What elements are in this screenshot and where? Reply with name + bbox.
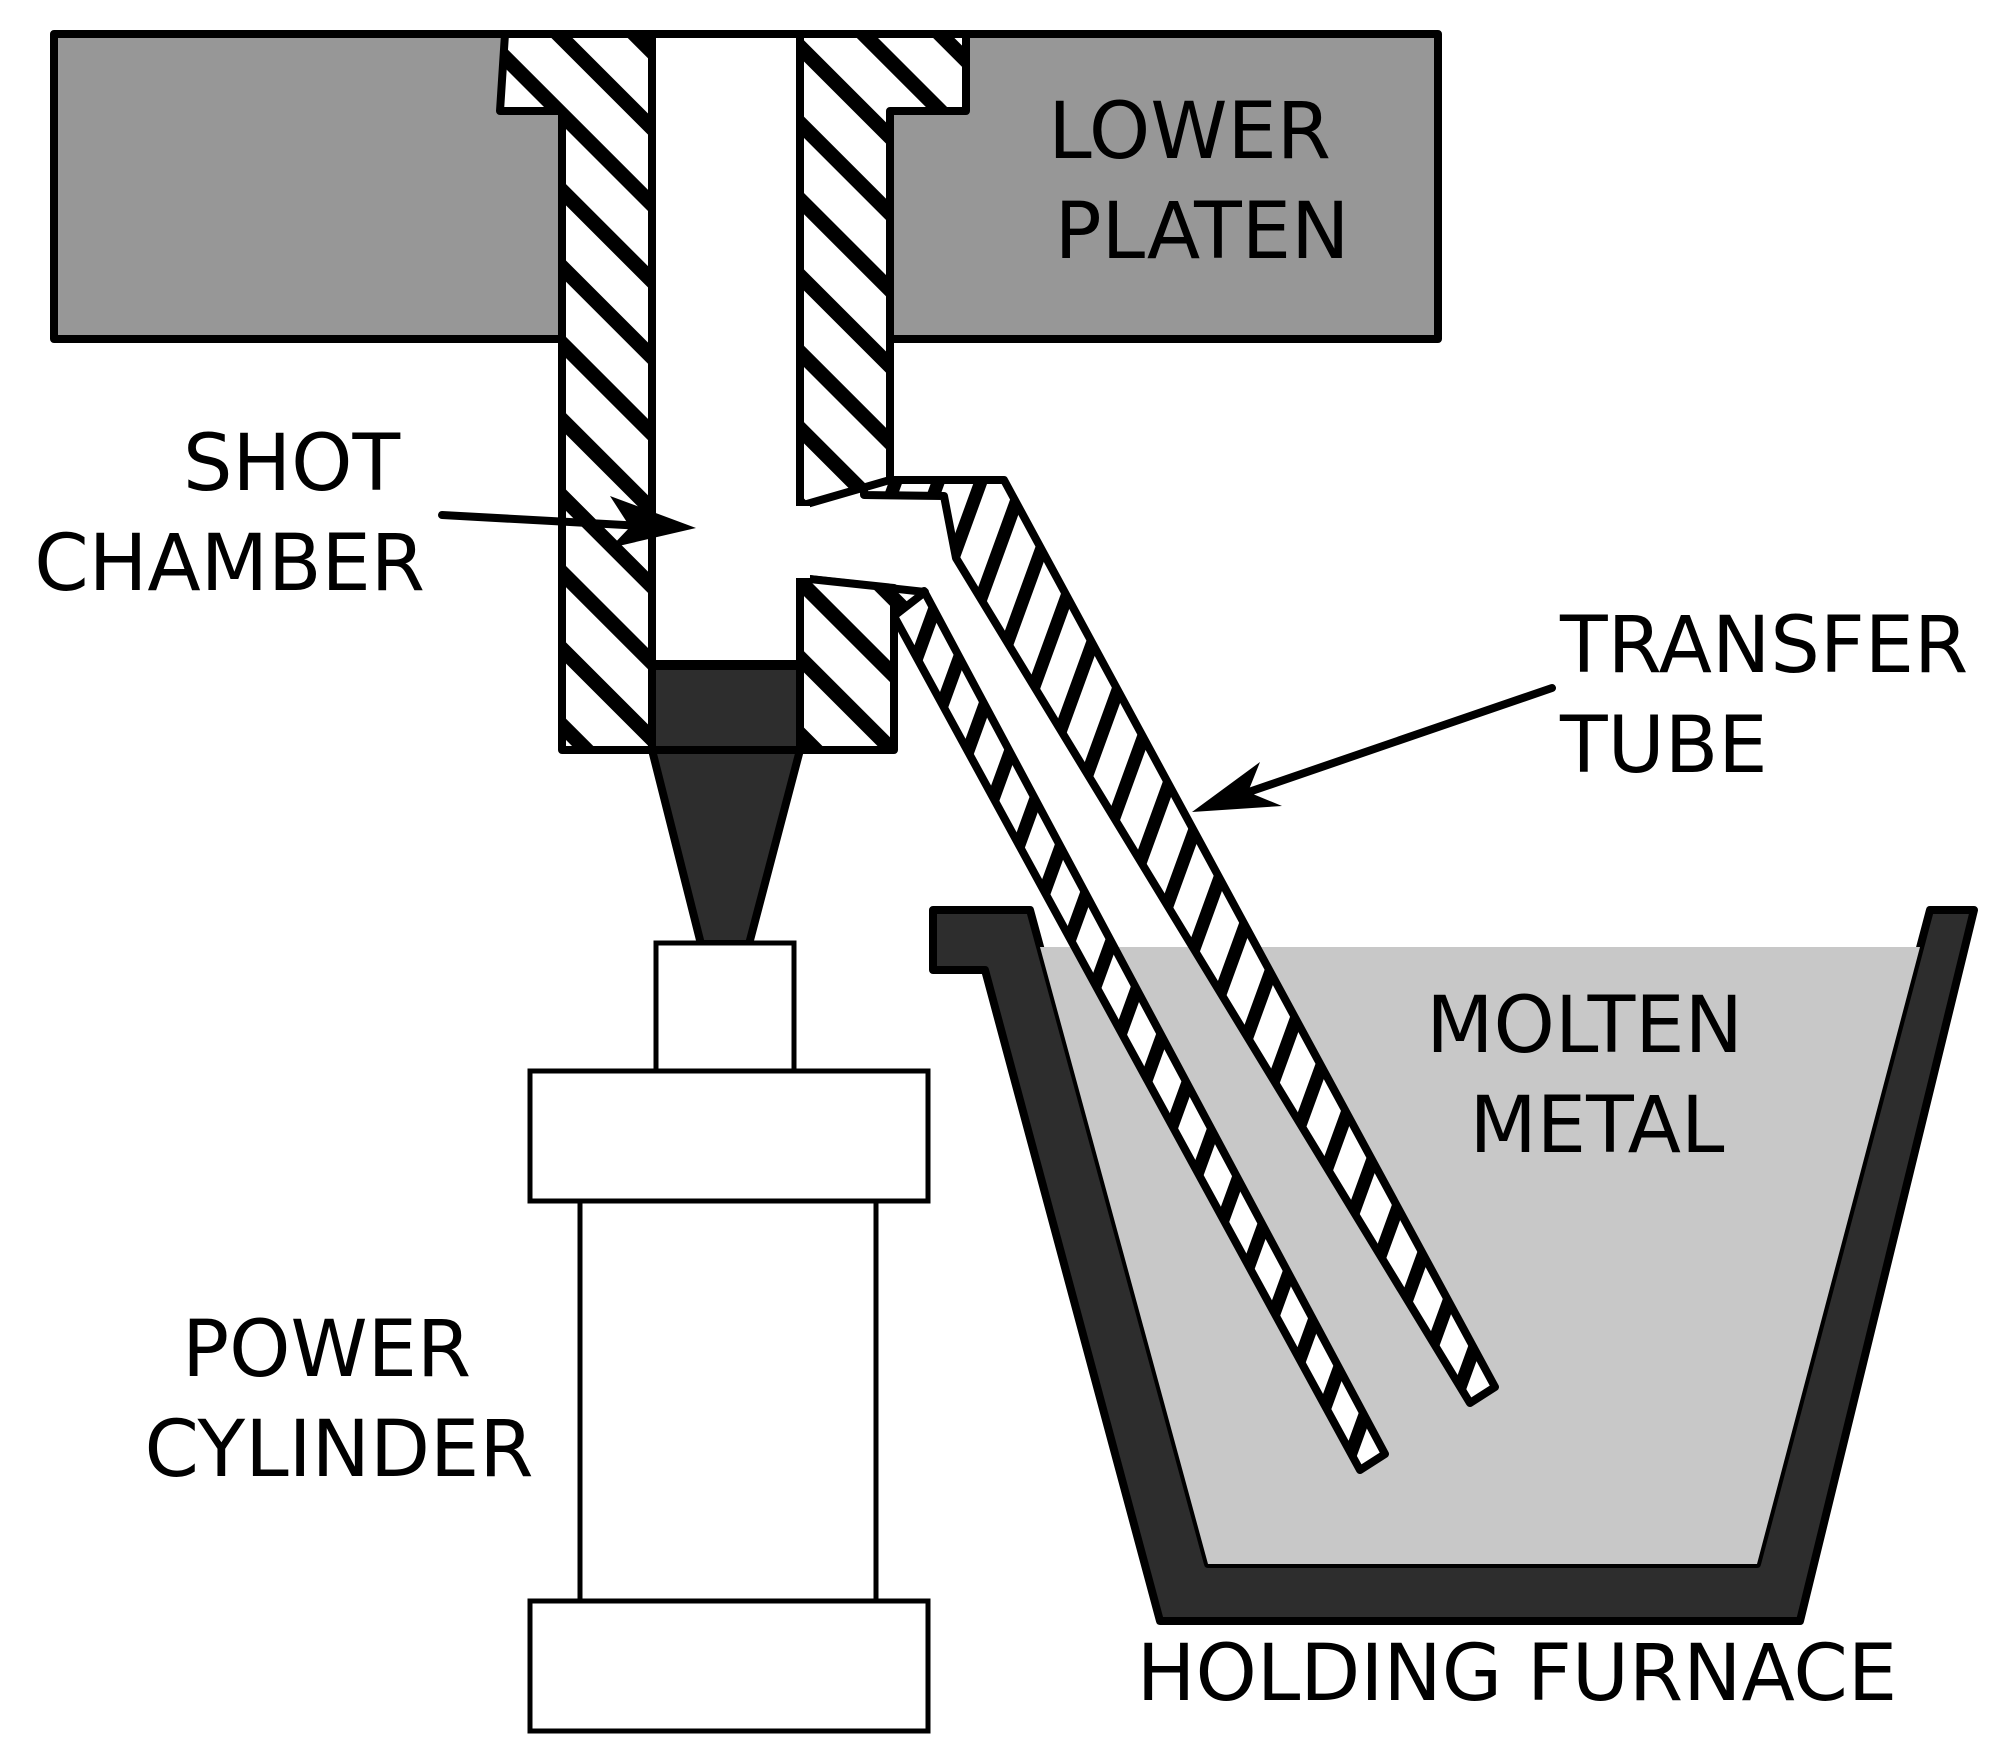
plunger-head bbox=[648, 662, 804, 754]
shot-chamber-arrow bbox=[438, 496, 696, 548]
shot-chamber-label-line1: SHOT bbox=[183, 419, 401, 509]
lower-platen-label-line2: PLATEN bbox=[1055, 187, 1350, 277]
cylinder-body bbox=[577, 1198, 879, 1604]
plunger bbox=[648, 662, 804, 948]
transfer-tube-label: TRANSFER TUBE bbox=[1559, 601, 1993, 791]
bore-connection bbox=[796, 506, 810, 578]
shot-chamber-label: SHOT CHAMBER bbox=[34, 419, 425, 609]
cylinder-bottom-flange bbox=[527, 1598, 931, 1734]
shot-chamber-housing bbox=[496, 30, 970, 754]
cylinder-rod-block bbox=[653, 940, 797, 1074]
molten-metal-bath bbox=[1040, 947, 1920, 1564]
shot-chamber-label-line2: CHAMBER bbox=[34, 519, 425, 609]
molten-metal-label-line1: MOLTEN bbox=[1426, 981, 1743, 1071]
power-cylinder-label-line1: POWER bbox=[182, 1305, 471, 1395]
transfer-tube-arrow bbox=[1192, 684, 1556, 812]
power-cylinder-label: POWER CYLINDER bbox=[144, 1305, 533, 1495]
shot-chamber-right-wall-lower bbox=[796, 574, 898, 754]
molten-metal-label-line2: METAL bbox=[1470, 1081, 1726, 1171]
lower-platen-label-line1: LOWER bbox=[1048, 87, 1331, 177]
holding-furnace-label: HOLDING FURNACE bbox=[1137, 1629, 1897, 1719]
shot-chamber-bore bbox=[648, 30, 804, 668]
transfer-tube-label-line2: TUBE bbox=[1559, 701, 1768, 791]
power-cylinder bbox=[527, 940, 931, 1734]
plunger-rod bbox=[648, 746, 804, 948]
cylinder-top-flange bbox=[527, 1068, 931, 1204]
lower-platen-label: LOWER PLATEN bbox=[1048, 87, 1355, 277]
molten-metal-label: MOLTEN METAL bbox=[1426, 981, 1767, 1171]
power-cylinder-label-line2: CYLINDER bbox=[144, 1405, 533, 1495]
transfer-tube-upper-wall bbox=[860, 476, 1499, 1407]
transfer-tube-label-line1: TRANSFER bbox=[1559, 601, 1968, 691]
holding-furnace bbox=[929, 906, 1978, 1625]
